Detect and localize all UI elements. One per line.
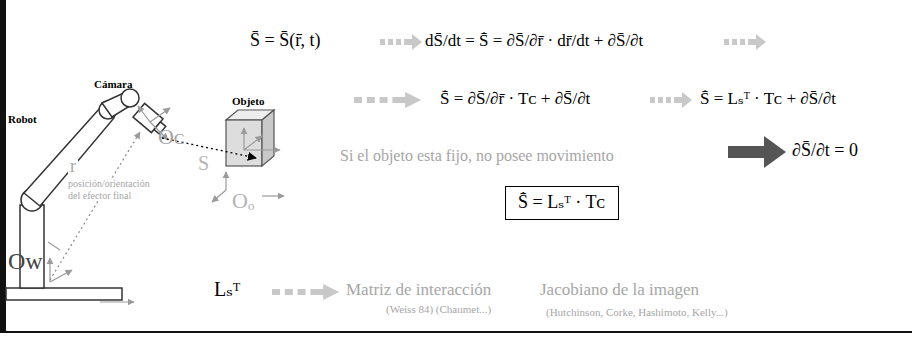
label: Lₛᵀ [214, 278, 240, 301]
result-box: S̄̇ = Lₛᵀ · Tᴄ [505, 186, 619, 220]
label: S̄̇ = ∂S̄/∂r̄ · Tᴄ + ∂S̄/∂t [440, 89, 590, 109]
label: Oₒ [232, 188, 254, 213]
pose-line [50, 132, 140, 280]
label: ∂S̄/∂t = 0 [792, 140, 858, 161]
flow-arrow [272, 284, 339, 300]
object-box [226, 110, 280, 166]
label: Oᴄ [158, 124, 184, 149]
label: Oᴡ [8, 248, 43, 276]
label: (Hutchinson, Corke, Hashimoto, Kelly...) [546, 306, 728, 319]
label: S̄̇ = Lₛᵀ · Tᴄ + ∂S̄/∂t [700, 89, 836, 109]
robot [6, 89, 168, 300]
label: Robot [8, 113, 37, 126]
flow-arrow [354, 92, 421, 108]
label: r [68, 156, 78, 177]
flow-arrow [650, 92, 692, 108]
label: Cámara [94, 78, 133, 91]
label: Si el objeto esta fijo, no posee movimie… [340, 147, 614, 165]
world-frame [48, 242, 134, 302]
border-bar [0, 0, 6, 332]
label: Objeto [232, 95, 264, 108]
label: dS̄/dt = S̄̇ = ∂S̄/∂r̄ · dr̄/dt + ∂S̄/∂t [425, 31, 643, 51]
flow-arrow [380, 34, 422, 50]
flow-arrow [724, 34, 766, 50]
bottom-rule [0, 331, 912, 333]
label: (Weiss 84) (Chaumet...) [386, 303, 491, 316]
label: Matriz de interacción [346, 280, 491, 300]
label: S [196, 152, 211, 175]
equation: S̄̇ = Lₛᵀ · Tᴄ [518, 192, 606, 214]
big-arrow [728, 136, 786, 168]
label: Jacobiano de la imagen [540, 280, 699, 300]
label: S̄ = S̄(r̄, t) [250, 30, 320, 51]
label: posición/orientación del efector final [66, 178, 166, 201]
